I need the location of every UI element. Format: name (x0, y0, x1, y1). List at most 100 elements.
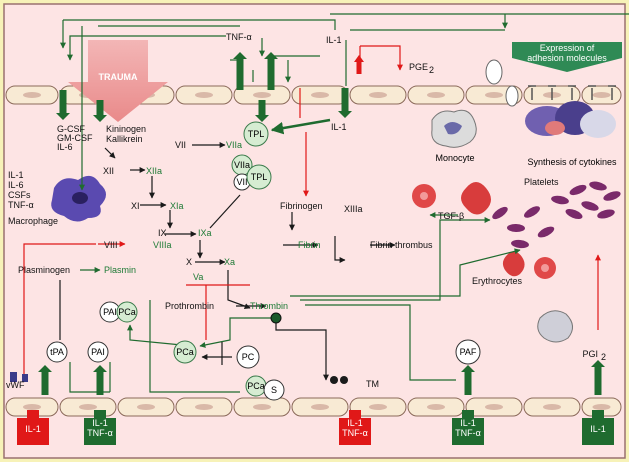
platelet (551, 195, 569, 205)
block-arrow (461, 365, 475, 395)
prothrombin-label: Prothrombin (165, 301, 214, 311)
platelet-icon (492, 181, 621, 249)
erythrocyte-icon (412, 182, 556, 279)
tm-label: TM (366, 379, 379, 389)
macrophage-icon (51, 175, 106, 222)
tpl-bubble-top: TPL (243, 121, 269, 147)
cell-nucleus (253, 404, 271, 410)
pgi2-label: PGI (582, 349, 598, 359)
pai-pca-complex: PAI PCa (99, 301, 138, 323)
trauma-arrow-icon: TRAUMA (68, 40, 168, 122)
bottom-tnfa-3-label: TNF-α (455, 428, 481, 438)
connector (67, 35, 226, 61)
adhesion-molecule-icon (528, 85, 616, 100)
block-arrow (354, 55, 364, 74)
source-arrow (582, 410, 614, 445)
cell-nucleus (195, 404, 213, 410)
adhesion-label-1: Expression of (540, 43, 595, 53)
connector (209, 194, 241, 229)
connector (104, 147, 116, 159)
cell-nucleus (23, 404, 41, 410)
xiiia-label: XIIIa (344, 204, 363, 214)
block-arrow (591, 360, 605, 395)
cell-nucleus (23, 92, 41, 98)
erythrocytes-label: Erythrocytes (472, 276, 523, 286)
adhesion-box: Expression of adhesion molecules (512, 42, 622, 72)
cell-nucleus (137, 404, 155, 410)
pca-s-complex: PCa S (245, 375, 285, 401)
platelet (524, 206, 540, 218)
paf-bubble: PAF (455, 339, 481, 365)
tm-receptor (330, 376, 348, 384)
cell-nucleus (311, 92, 329, 98)
platelet (581, 201, 599, 211)
cell-nucleus (253, 92, 271, 98)
gcsf-label: G-CSF (57, 124, 86, 134)
trauma-label: TRAUMA (99, 72, 138, 82)
pc-bubble: PC (236, 345, 260, 369)
viii-label: VIII (104, 240, 118, 250)
adhesion-label-2: adhesion molecules (527, 53, 607, 63)
bottom-il1-left-label: IL-1 (25, 424, 41, 434)
pc-label: PC (242, 352, 255, 362)
pca-top-label: PCa (118, 307, 136, 317)
thrombin-label: Thrombin (250, 301, 288, 311)
block-arrow (255, 100, 269, 122)
macrophage-label: Macrophage (8, 216, 58, 226)
viiia-label: VIIIa (153, 240, 172, 250)
xi-label: XI (131, 201, 140, 211)
pai-label: PAI (91, 347, 105, 357)
block-arrow (56, 90, 70, 120)
tpl-complex-label: TPL (251, 172, 268, 182)
s-label: S (271, 385, 277, 395)
platelet (537, 226, 555, 238)
cell-nucleus (79, 404, 97, 410)
tpa-bubble: tPA (46, 341, 68, 363)
connector (334, 236, 346, 263)
kininogen-label: Kininogen (106, 124, 146, 134)
source-arrow (452, 410, 484, 445)
pathway-block-arrows (17, 52, 614, 445)
tpa-label: tPA (50, 347, 64, 357)
cell-nucleus (543, 404, 561, 410)
connector (305, 304, 456, 381)
platelets-label: Platelets (524, 177, 559, 187)
platelet (603, 191, 621, 201)
bottom-tnfa-2-label: TNF-α (342, 428, 368, 438)
pge2-label: PGE (409, 62, 428, 72)
xiia-label: XIIa (146, 166, 162, 176)
fibrin-label: Fibrin (298, 240, 321, 250)
macro-il6-label: IL-6 (8, 180, 24, 190)
plasmin-label: Plasmin (104, 265, 136, 275)
pca-low-label: PCa (247, 381, 265, 391)
macro-il1-label: IL-1 (8, 170, 24, 180)
fibrinogen-label: Fibrinogen (280, 201, 323, 211)
il6-label: IL-6 (57, 142, 73, 152)
xa-label: Xa (224, 257, 235, 267)
thrombin-node (270, 312, 282, 324)
source-arrow (84, 410, 116, 445)
kallikrein-label: Kallikrein (106, 134, 143, 144)
pgi2-subscript: 2 (601, 352, 606, 362)
cell-nucleus (485, 404, 503, 410)
platelet (589, 181, 607, 191)
cell-nucleus (427, 92, 445, 98)
connector (127, 324, 193, 347)
gmcsf-label: GM-CSF (57, 133, 93, 143)
damaged-cell-icon (537, 310, 573, 343)
connector (275, 318, 329, 381)
platelet (565, 208, 583, 220)
tnf-alpha-top-label: TNF-α (226, 32, 252, 42)
viia-label: VIIa (226, 140, 242, 150)
monocyte-label: Monocyte (435, 153, 474, 163)
pai-top-label: PAI (103, 307, 117, 317)
block-arrow (233, 52, 247, 90)
block-arrow (338, 88, 352, 118)
connector (270, 118, 331, 135)
source-arrow (339, 410, 371, 445)
bottom-endothelium (5, 397, 622, 417)
tf-complex: VIIa VII TPL (231, 154, 272, 191)
platelet (507, 223, 525, 233)
